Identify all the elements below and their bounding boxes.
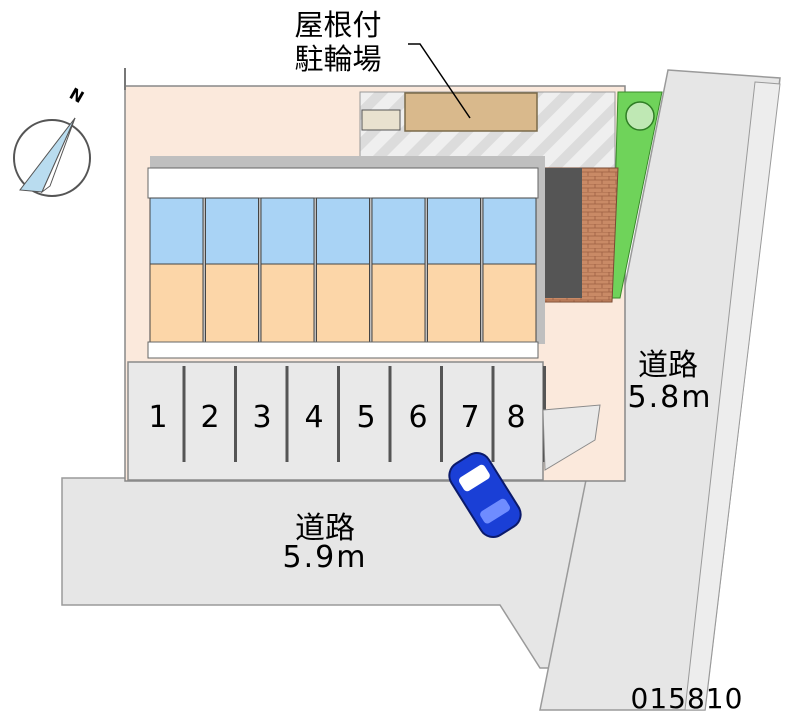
building-roof-strip — [147, 167, 539, 199]
tree-icon — [625, 101, 655, 131]
bike-parking-label: 屋根付 駐輪場 — [268, 8, 408, 76]
parking-space-4: 4 — [304, 400, 324, 435]
staircase — [538, 168, 582, 298]
apartment-unit — [205, 197, 259, 343]
bike-parking-label-line1: 屋根付 — [294, 8, 382, 42]
leader-line — [408, 43, 471, 119]
parking-space-1: 1 — [148, 400, 168, 435]
apartment-unit — [260, 197, 315, 343]
parking-space-3: 3 — [252, 400, 272, 435]
map-code: 015810 — [630, 682, 744, 715]
parking-space-6: 6 — [408, 400, 428, 435]
car-icon — [448, 452, 522, 538]
apartment-unit — [316, 197, 370, 343]
road-south-name: 道路 — [295, 511, 355, 546]
apartment-unit — [149, 197, 204, 343]
road-east-sidewalk — [684, 81, 781, 711]
road-east-width: 5.8m — [627, 380, 713, 415]
apartment-unit — [427, 197, 481, 343]
bike-parking-label-line2: 駐輪場 — [294, 42, 382, 76]
trash-area — [361, 109, 401, 131]
bike-parking-roof — [404, 92, 538, 132]
apartment-rooms — [149, 197, 537, 343]
parking-space-2: 2 — [200, 400, 220, 435]
road-south-width: 5.9m — [282, 540, 368, 575]
apartment-unit — [371, 197, 426, 343]
parking-space-5: 5 — [356, 400, 376, 435]
road-east-name: 道路 — [638, 348, 698, 383]
building-corridor — [147, 341, 539, 359]
apartment-unit — [482, 197, 537, 343]
parking-space-7: 7 — [460, 400, 480, 435]
compass-icon — [13, 117, 91, 197]
entrance-ramp — [542, 404, 601, 471]
parking-space-8: 8 — [506, 400, 526, 435]
